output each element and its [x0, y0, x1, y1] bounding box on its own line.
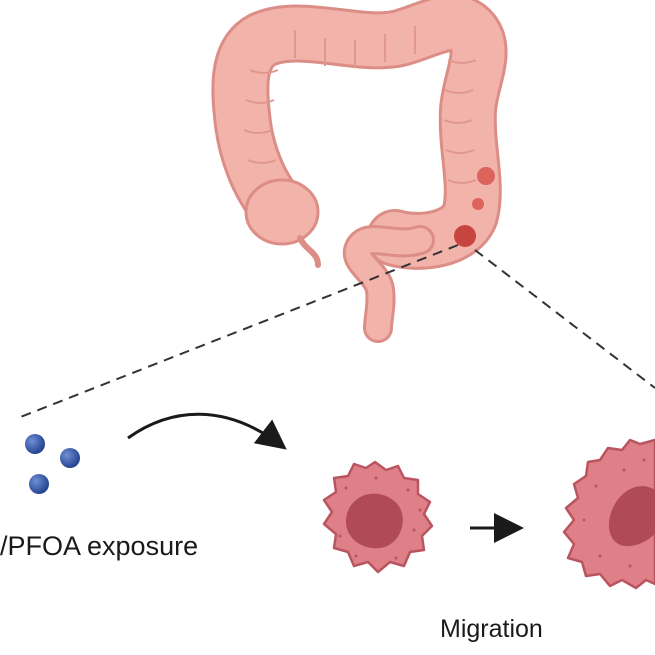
curved-arrow-icon — [127, 412, 287, 450]
zoom-line-right — [474, 249, 655, 389]
migrating-cell-icon — [562, 438, 655, 590]
nucleus — [346, 493, 403, 549]
migration-label: Migration — [440, 615, 543, 643]
nucleus — [608, 486, 655, 547]
pfoa-particle-icon — [29, 474, 49, 494]
pfoa-particles — [25, 434, 80, 494]
colon-icon — [211, 0, 508, 343]
tumor-icon — [454, 167, 495, 247]
zoom-line-left — [17, 244, 459, 419]
cancer-cell-icon — [322, 460, 434, 574]
pfoa-particle-icon — [25, 434, 45, 454]
pfoa-particle-icon — [60, 448, 80, 468]
exposure-label: /PFOA exposure — [0, 531, 199, 561]
